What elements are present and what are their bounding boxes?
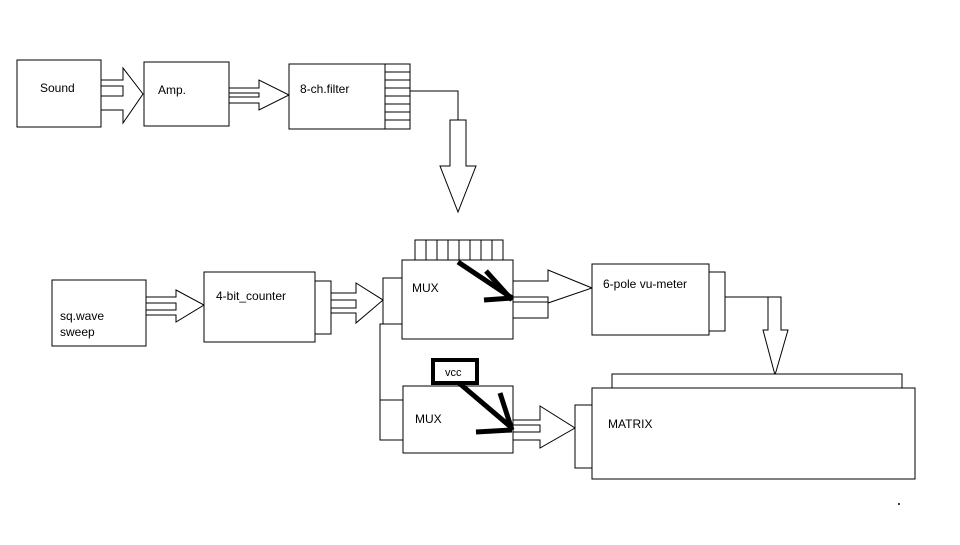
wire-select-to-bottom-mux <box>379 323 403 441</box>
wire-filter-to-mux <box>410 90 459 120</box>
arrow-sound-to-amp <box>100 66 144 125</box>
sqwave-label-line2: sweep <box>60 325 95 339</box>
sqwave-block: sq.wave sweep <box>51 279 147 347</box>
amp-label: Amp. <box>158 83 186 97</box>
arrow-amp-to-filter <box>228 79 291 111</box>
amp-block: Amp. <box>143 61 230 127</box>
mux-bottom-label: MUX <box>415 412 442 426</box>
mux-top-label: MUX <box>412 281 439 295</box>
vumeter-label: 6-pole vu-meter <box>603 277 687 291</box>
mux-select-connector <box>382 277 403 325</box>
stray-dot <box>898 503 900 505</box>
filter-block: 8-ch.filter <box>288 63 411 130</box>
vcc-block: vcc <box>431 358 479 385</box>
arrow-sqwave-to-counter <box>145 289 206 323</box>
matrix-label: MATRIX <box>608 417 652 431</box>
vcc-label: vcc <box>445 367 462 379</box>
arrow-mux-to-vumeter <box>512 269 594 319</box>
vumeter-block: 6-pole vu-meter <box>591 263 726 336</box>
sound-label: Sound <box>40 81 75 95</box>
sound-block: Sound <box>16 59 102 128</box>
arrow-mux-to-matrix <box>512 405 576 449</box>
arrow-vumeter-to-matrix <box>762 296 789 377</box>
sqwave-label-line1: sq.wave <box>60 309 104 323</box>
matrix-block: MATRIX <box>574 373 916 480</box>
filter-label: 8-ch.filter <box>300 82 349 96</box>
mux-bottom-block: MUX <box>402 381 515 454</box>
mux-top-block: MUX <box>401 259 514 340</box>
arrow-filter-to-mux <box>439 119 477 214</box>
counter-block: 4-bit_counter <box>203 271 332 343</box>
arrow-counter-to-mux <box>330 282 384 325</box>
mux-top-connector <box>414 239 504 261</box>
counter-label: 4-bit_counter <box>216 289 286 303</box>
